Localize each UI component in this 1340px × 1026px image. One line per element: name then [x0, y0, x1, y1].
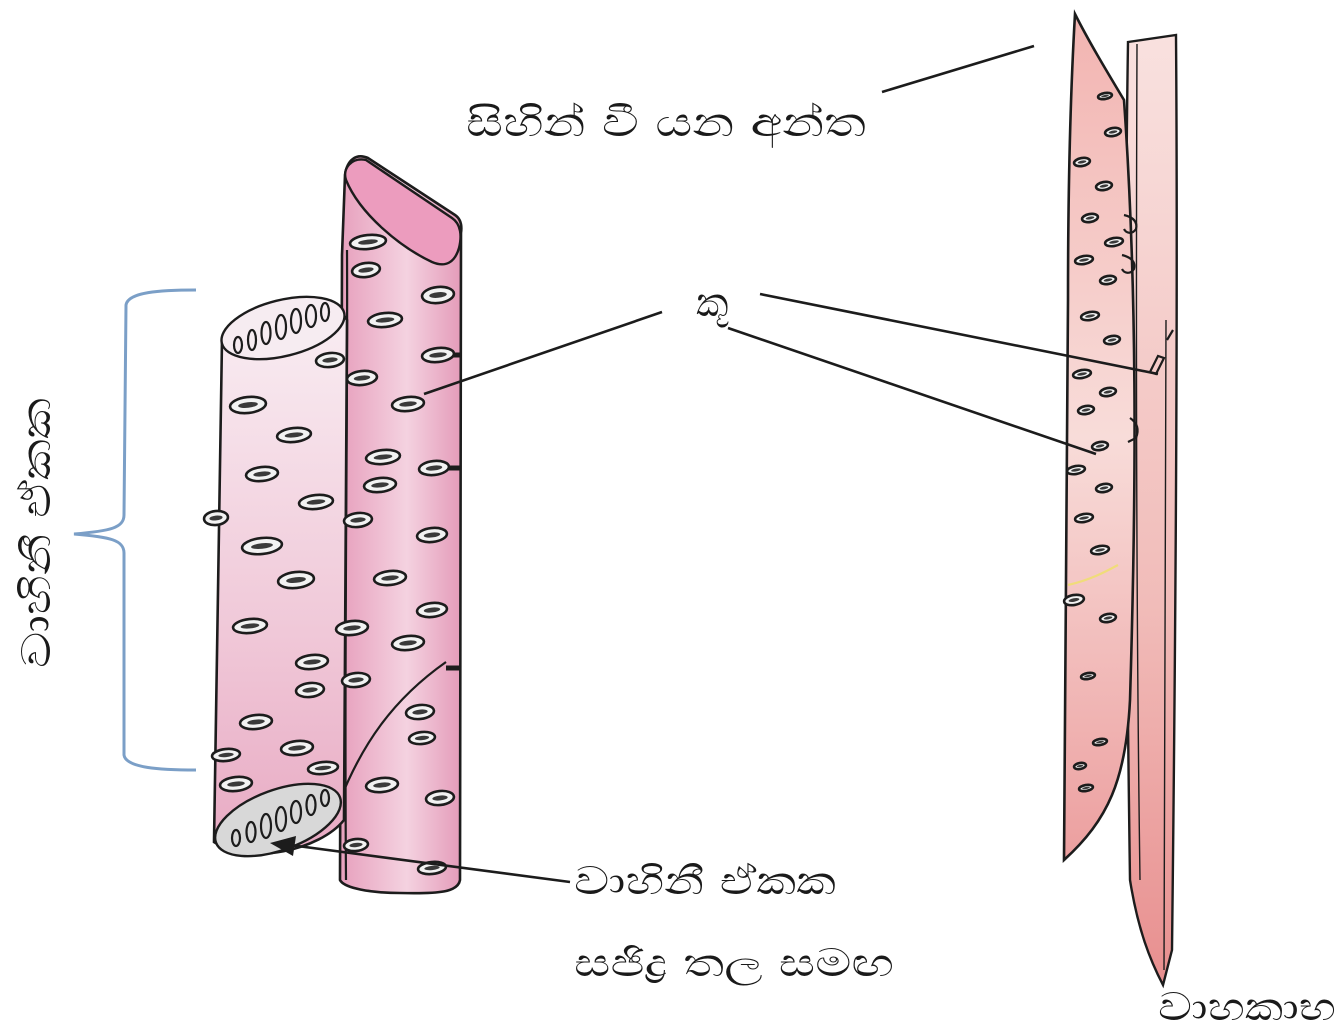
pit-mark	[1074, 762, 1087, 770]
tapering-end-leader	[882, 46, 1034, 92]
vessel-members	[203, 156, 461, 893]
tracheid-label: වාහකාභ	[1158, 985, 1336, 1026]
pit-leader-right-bottom	[728, 328, 1096, 454]
perforation-plate-label: සජිද්‍ර තල සමඟ	[574, 941, 894, 986]
vessel-unit-vertical-label: වාහිනී ඒකක	[14, 398, 60, 668]
vessel-unit-label: වාහිනී ඒකක	[574, 859, 836, 903]
tracheid-left	[1064, 14, 1135, 860]
tapering-end-label: සිහින් වී යන අන්ත	[466, 100, 866, 148]
tracheids	[1063, 14, 1177, 985]
pit-label: කූ	[696, 280, 729, 327]
curly-bracket-icon	[74, 290, 196, 770]
